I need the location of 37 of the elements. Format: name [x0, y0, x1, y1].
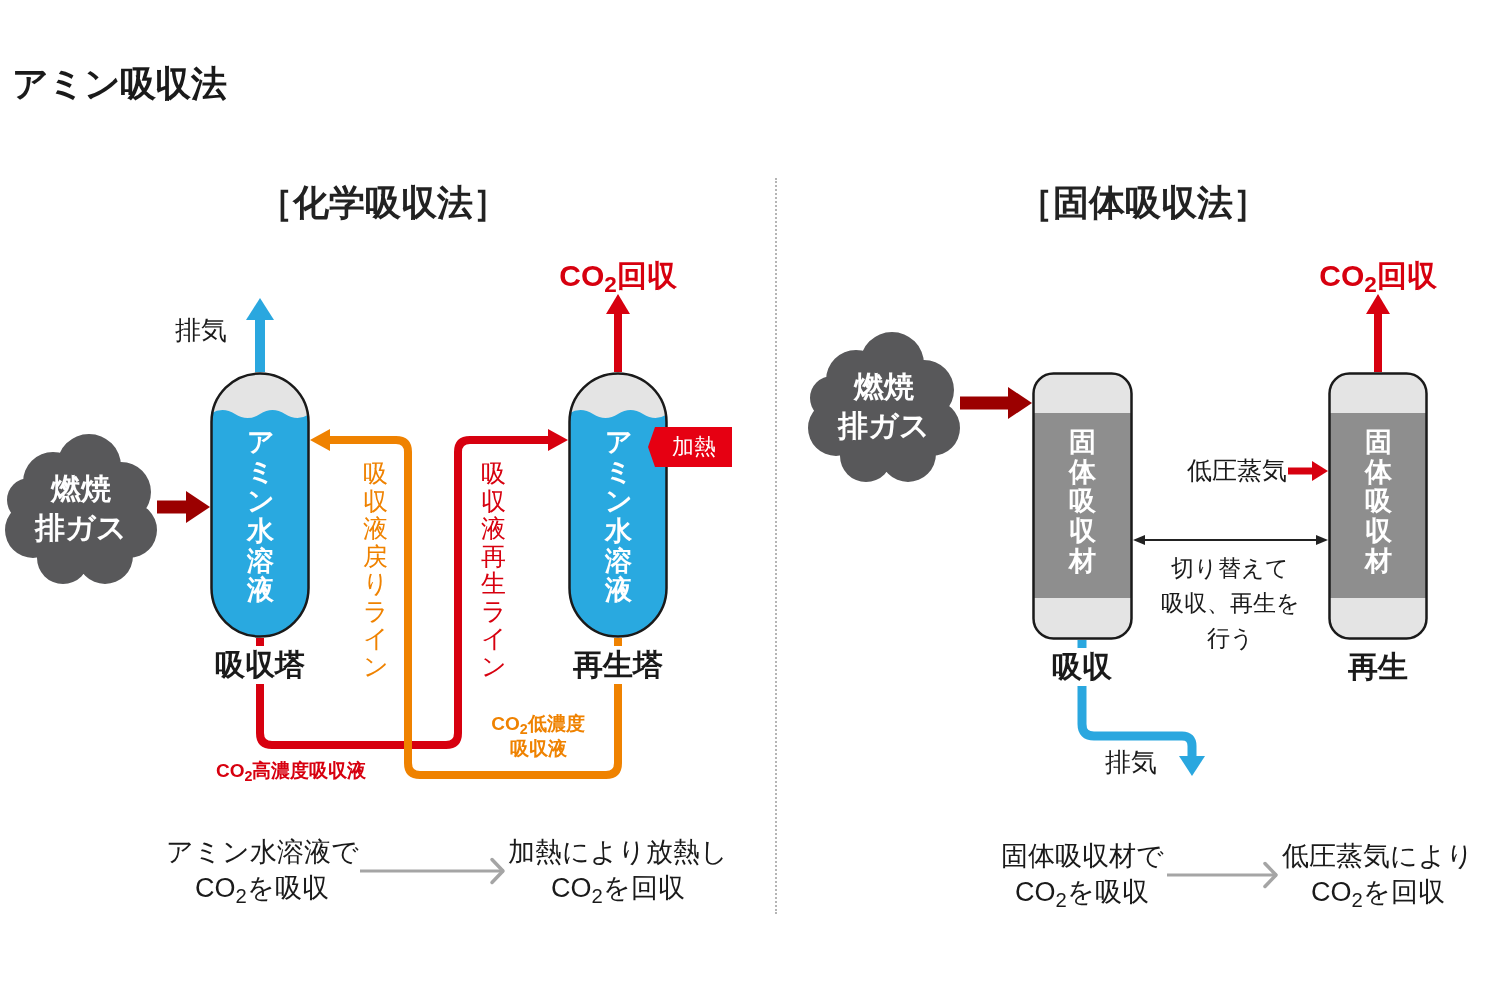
edge-label: 吸収液戻りライン	[362, 460, 388, 680]
process-arrow	[1167, 861, 1278, 889]
cloud-label: 燃焼排ガス	[838, 368, 930, 444]
page-title: アミン吸収法	[12, 64, 226, 104]
flow-arrow	[157, 491, 210, 523]
vessel-label: アミン水溶液	[604, 428, 632, 607]
flow-arrow	[606, 294, 630, 372]
flow-arrow	[310, 429, 622, 779]
column-vessel	[1328, 372, 1428, 640]
double-arrow	[1133, 535, 1328, 545]
vessel-caption: 吸収塔	[212, 646, 308, 684]
column-label: 固体吸収材	[1364, 428, 1392, 577]
cloud-label: 燃焼排ガス	[35, 470, 127, 546]
flow-arrow	[256, 429, 568, 749]
process-arrow	[360, 857, 505, 885]
vessel-caption: 吸収	[1049, 648, 1115, 686]
flow-arrow	[246, 298, 274, 372]
flow-note: CO$_{2}$低濃度吸収液	[490, 712, 586, 761]
section-heading: ［固体吸収法］	[1017, 181, 1269, 225]
vessel-label: アミン水溶液	[246, 428, 274, 607]
caption-text: アミン水溶液でCO$_{2}$を吸収	[164, 834, 360, 907]
input-label: 低圧蒸気	[1186, 455, 1288, 487]
vessel-caption: 再生塔	[570, 646, 666, 684]
flow-arrow	[960, 387, 1032, 419]
heat-tag	[648, 427, 732, 467]
flow-arrow	[1366, 294, 1390, 372]
caption-text: 加熱により放熱しCO$_{2}$を回収	[506, 834, 730, 907]
tag-label: 加熱	[671, 433, 717, 461]
section-heading: ［化学吸収法］	[257, 181, 509, 225]
edge-label: 吸収液再生ライン	[480, 460, 506, 680]
flow-note: CO$_{2}$高濃度吸収液	[216, 759, 367, 786]
caption-text: 固体吸収材でCO$_{2}$を吸収	[997, 838, 1167, 911]
output-label: CO$_{2}$回収	[1316, 258, 1440, 294]
column-vessel	[1032, 372, 1133, 640]
output-label: CO$_{2}$回収	[556, 258, 680, 294]
caption-text: 低圧蒸気によりCO$_{2}$を回収	[1279, 838, 1477, 911]
column-label: 固体吸収材	[1069, 428, 1096, 577]
